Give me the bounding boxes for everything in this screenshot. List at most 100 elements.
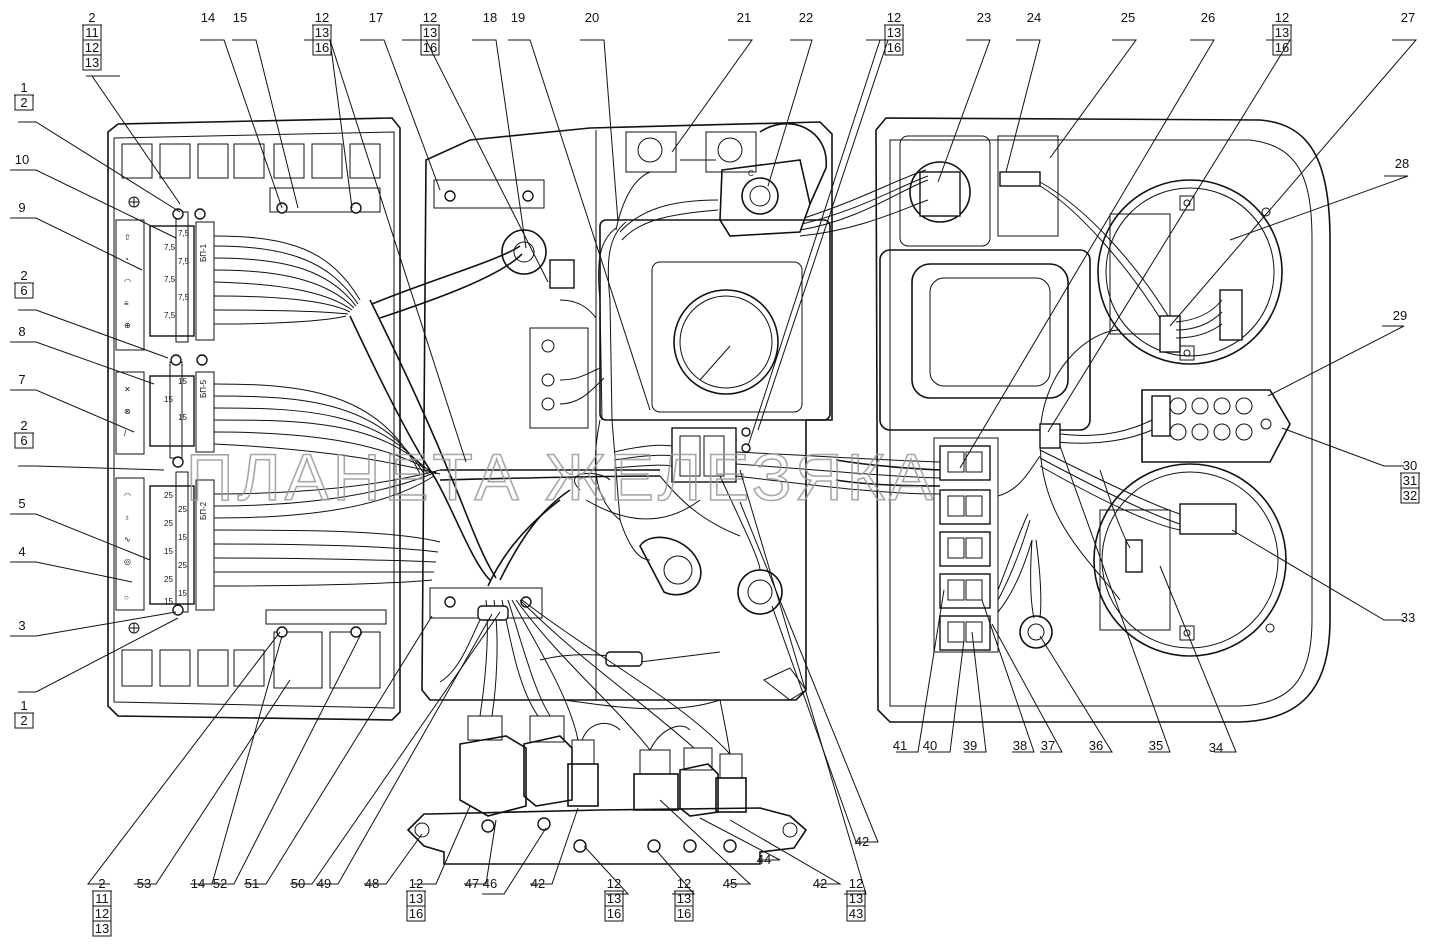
fuse-rating: 25 xyxy=(178,505,187,514)
callout-47: 47 xyxy=(465,876,479,891)
callout-number: 13 xyxy=(315,25,329,40)
callout-number: 13 xyxy=(409,891,423,906)
callout-box xyxy=(1400,487,1420,504)
mirror-icon: ◎ xyxy=(124,557,131,566)
callout-number: 47 xyxy=(465,876,479,891)
relay-block-label-3: БП-2 xyxy=(199,501,208,520)
indicator-column: ⇧ ◔ ◠ ≡ ⊕ ✕ ⊗ / ◠ ♁ ∿ ◎ ○ xyxy=(115,219,145,611)
fuse-rating: 15 xyxy=(164,547,173,556)
callout-number: 18 xyxy=(483,10,497,25)
callout-box xyxy=(92,920,112,937)
callout-number: 42 xyxy=(813,876,827,891)
callout-number: 37 xyxy=(1041,738,1055,753)
callout-number: 19 xyxy=(511,10,525,25)
circle-icon: ○ xyxy=(124,593,129,602)
callout-number: 34 xyxy=(1209,740,1223,755)
fuse-rating: 7,5 xyxy=(178,293,190,302)
panel-bottom-grid xyxy=(121,609,387,689)
callout-number: 14 xyxy=(201,10,215,25)
callout-number: 51 xyxy=(245,876,259,891)
fuse-block-bp1: БП-1 xyxy=(149,208,215,343)
callout-number: 13 xyxy=(677,891,691,906)
callout-number: 11 xyxy=(85,25,99,40)
callout-number: 16 xyxy=(315,40,329,55)
callout-box xyxy=(884,39,904,56)
callout-number: 2 xyxy=(20,418,27,433)
callout-number: 12 xyxy=(1275,10,1289,25)
callout-45: 45 xyxy=(723,876,737,891)
callout-53: 53 xyxy=(137,876,151,891)
callout-number: 14 xyxy=(191,876,205,891)
callout-14-top: 14 xyxy=(201,10,215,25)
relay-bar xyxy=(406,599,808,865)
callout-40: 40 xyxy=(923,738,937,753)
warning-lamp-block xyxy=(1141,389,1291,463)
callout-number: 30 xyxy=(1403,458,1417,473)
callout-49: 49 xyxy=(317,876,331,891)
fuse-block-bp5: БП-5 xyxy=(149,354,215,459)
lamp-icon: ◠ xyxy=(124,277,131,286)
callout-14-bottom: 14 xyxy=(191,876,205,891)
callout-number: 16 xyxy=(887,40,901,55)
callout-number: 22 xyxy=(799,10,813,25)
callout-9: 9 xyxy=(18,200,25,215)
callout-1-2-top: 12 xyxy=(14,80,34,111)
fog-icon: ⊕ xyxy=(124,321,131,330)
callout-42-left: 42 xyxy=(531,876,545,891)
fuse-rating: 7,5 xyxy=(178,257,190,266)
fuse-rating: 15 xyxy=(164,395,173,404)
callout-28: 28 xyxy=(1395,156,1409,171)
relay-block-label-2: БП-5 xyxy=(199,379,208,398)
watermark-text: ПЛАНЕТА ЖЕЛЕЗЯКА xyxy=(186,440,937,514)
leader-lines xyxy=(10,39,1418,895)
callout-46: 46 xyxy=(483,876,497,891)
callout-number: 1 xyxy=(20,80,27,95)
callout-number: 13 xyxy=(423,25,437,40)
gauge-icon: ◔ xyxy=(124,255,129,264)
callout-number: 13 xyxy=(607,891,621,906)
fuse-rating: 7,5 xyxy=(178,229,190,238)
relay-46 xyxy=(523,715,573,831)
callout-number: 1 xyxy=(20,698,27,713)
callout-51: 51 xyxy=(245,876,259,891)
callout-33: 33 xyxy=(1401,610,1415,625)
callout-10: 10 xyxy=(15,152,29,167)
callout-48: 48 xyxy=(365,876,379,891)
callout-number: 13 xyxy=(85,55,99,70)
callout-number: 35 xyxy=(1149,738,1163,753)
callout-number: 2 xyxy=(20,268,27,283)
fuse-rating: 15 xyxy=(178,377,187,386)
callout-number: 7 xyxy=(18,372,25,387)
callout-number: 12 xyxy=(607,876,621,891)
callout-number: 8 xyxy=(18,324,25,339)
callout-number: 23 xyxy=(977,10,991,25)
callout-number: 16 xyxy=(677,906,691,921)
callout-number: 48 xyxy=(365,876,379,891)
callout-5: 5 xyxy=(18,496,25,511)
callout-number: 44 xyxy=(757,852,771,867)
callout-number: 13 xyxy=(887,25,901,40)
callout-42-right: 42 xyxy=(855,834,869,849)
central-wiring xyxy=(439,159,941,683)
callout-number: 12 xyxy=(677,876,691,891)
callout-17: 17 xyxy=(369,10,383,25)
fuse-rating: 15 xyxy=(164,597,173,606)
callout-number: 53 xyxy=(137,876,151,891)
central-module: C xyxy=(421,121,941,701)
callout-number: 45 xyxy=(723,876,737,891)
callout-number: 46 xyxy=(483,876,497,891)
wiper-icon: / xyxy=(124,429,127,438)
callout-number: 39 xyxy=(963,738,977,753)
callout-number: 2 xyxy=(88,10,95,25)
callout-2-6-b: 26 xyxy=(14,418,34,449)
heater-icon: ⊗ xyxy=(124,407,131,416)
callout-number: 42 xyxy=(531,876,545,891)
